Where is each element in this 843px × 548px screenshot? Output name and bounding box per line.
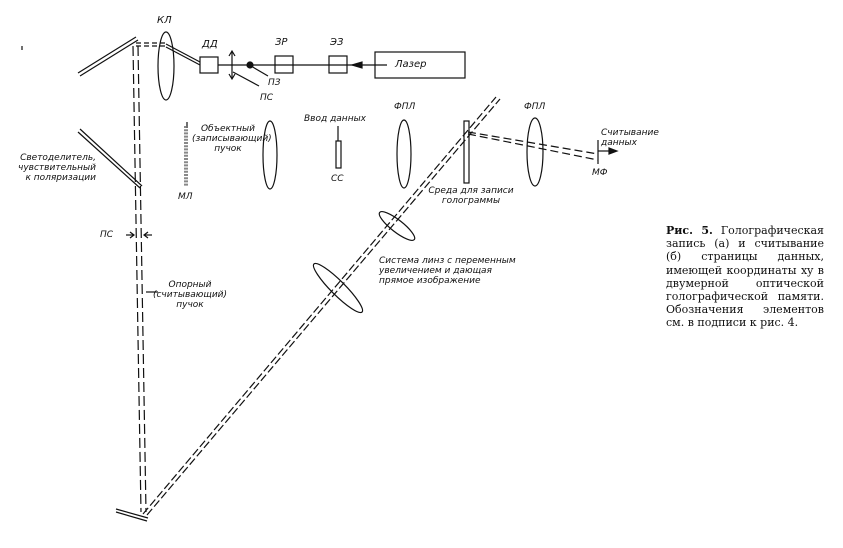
laser-label: Лазер	[395, 59, 427, 70]
ss-label: СС	[331, 174, 344, 184]
lens-system-line-2: увеличением и дающая	[379, 266, 492, 276]
kl-label: КЛ	[157, 15, 172, 26]
object-beam-line-2: (записывающий)	[192, 134, 272, 144]
reference-line-2: (считывающий)	[152, 290, 228, 300]
ps-top-label: ПС	[260, 93, 274, 103]
reference-beam-label: Опорный (считывающий) пучок	[150, 280, 230, 310]
ps-left-label: ПС	[100, 230, 114, 240]
fpl1-label: ФПЛ	[394, 102, 416, 112]
zr-box	[274, 55, 294, 74]
readout-line-1: Считывание	[601, 128, 659, 138]
beam-mirror-to-kl	[136, 42, 165, 47]
kl-lens	[157, 31, 175, 101]
splitter-line-3: к поляризации	[25, 173, 96, 183]
ez-box	[328, 55, 348, 74]
fpl2-lens	[526, 117, 544, 187]
zoom-lens-2	[312, 262, 364, 314]
readout-label: Считывание данных	[601, 128, 659, 148]
ss-composer	[335, 140, 342, 169]
polarization-splitter	[77, 128, 143, 189]
readout-line-2: данных	[601, 138, 637, 148]
caption-figure-number: Рис. 5.	[666, 224, 713, 237]
bottom-mirror	[115, 508, 149, 522]
reference-line-1: Опорный	[168, 280, 212, 290]
laser-arrow	[349, 61, 363, 69]
laser-box	[374, 51, 466, 79]
data-input-label: Ввод данных	[304, 114, 367, 124]
object-beam-line-3: пучок	[214, 144, 242, 154]
fpl2-label: ФПЛ	[524, 102, 546, 112]
lens-system-line-1: Система линз с переменным	[379, 256, 516, 266]
dd-box	[199, 56, 219, 74]
ps-arrow	[228, 49, 260, 87]
splitter-line-1: Светоделитель,	[20, 153, 96, 163]
caption-text: Голографическая запись (а) и считывание …	[666, 224, 824, 330]
beam-kl-to-dd	[165, 43, 201, 66]
hologram-line-2: голограммы	[441, 196, 501, 206]
lens-system-label: Система линз с переменным увеличением и …	[379, 256, 516, 286]
diagonal-beam	[142, 96, 501, 516]
ps-left-arrow	[126, 231, 152, 239]
object-lens	[262, 120, 278, 190]
zoom-lens-1	[378, 211, 416, 241]
reference-beam	[132, 45, 147, 513]
splitter-label: Светоделитель, чувствительный к поляриза…	[12, 153, 96, 183]
ml-modulator	[184, 126, 188, 186]
lens-system-line-3: прямое изображение	[379, 276, 481, 286]
pz-label: ПЗ	[268, 78, 281, 88]
reference-line-3: пучок	[176, 300, 204, 310]
object-beam-label: Объектный (записывающий) пучок	[192, 124, 272, 154]
ml-label: МЛ	[178, 192, 193, 202]
splitter-line-2: чувствительный	[18, 163, 96, 173]
zr-label: ЗР	[275, 37, 288, 48]
hologram-medium	[463, 120, 470, 184]
dd-label: ДД	[202, 39, 218, 50]
readout-beam	[467, 131, 599, 161]
mf-label: МФ	[592, 168, 608, 178]
figure-caption: Рис. 5. Голографическая запись (а) и счи…	[666, 224, 824, 330]
top-mirror	[77, 36, 139, 77]
hologram-line-1: Среда для записи	[428, 186, 514, 196]
fpl1-lens	[396, 119, 412, 189]
hologram-medium-label: Среда для записи голограммы	[426, 186, 516, 206]
object-beam-line-1: Объектный	[200, 124, 256, 134]
ez-label: ЭЗ	[330, 37, 344, 48]
